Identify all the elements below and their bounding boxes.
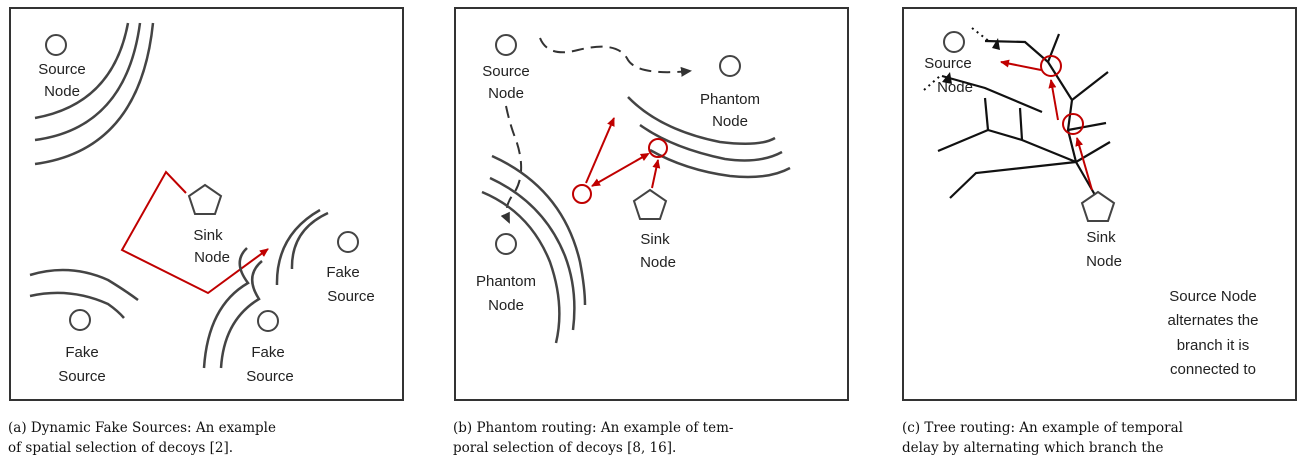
phantom-node-left-label-1: Phantom [476, 273, 536, 290]
tree-arrowhead-top [992, 38, 1000, 50]
phantom-walk-top-arrow [539, 37, 692, 77]
panel-b-frame [454, 7, 849, 401]
decoy-arrows [1000, 55, 1093, 191]
phantom-node-left-label-2: Node [488, 297, 524, 314]
fake-source-right-icon [337, 231, 359, 253]
sink-node-icon [187, 183, 223, 215]
sink-node-label-2: Node [640, 254, 676, 271]
phantom-node-top-label-2: Node [712, 113, 748, 130]
caption-b-line-1: (b) Phantom routing: An example of tem- [453, 420, 734, 436]
fake-source-left-label-2: Source [58, 368, 106, 385]
fake-source-mid-label-1: Fake [251, 344, 284, 361]
sink-node-icon [632, 188, 668, 220]
panel-c-frame [902, 7, 1297, 401]
source-node-label-1: Source [482, 63, 530, 80]
source-node-label-1: Source [924, 55, 972, 72]
fake-source-left-icon [69, 309, 91, 331]
note-line-3: branch it is [1177, 337, 1250, 354]
source-node-label-2: Node [488, 85, 524, 102]
phantom-node-left-icon [495, 233, 517, 255]
source-wave-arcs [34, 22, 155, 166]
panel-a: Source Node Sink Node Fake Source Fake S… [9, 7, 404, 401]
fake-source-mid-icon [257, 310, 279, 332]
source-node-label-1: Source [38, 61, 86, 78]
fake-source-right-label-2: Source [327, 288, 375, 305]
sink-node-icon [1080, 190, 1116, 222]
phantom-node-top-icon [719, 55, 741, 77]
source-node-label-2: Node [44, 83, 80, 100]
source-node-icon [45, 34, 67, 56]
phantom-left-wave-arcs [481, 154, 587, 344]
caption-b: (b) Phantom routing: An example of tem- … [453, 418, 853, 458]
sink-node-label-2: Node [1086, 253, 1122, 270]
sink-node-label-1: Sink [640, 231, 670, 248]
caption-c: (c) Tree routing: An example of temporal… [902, 418, 1302, 458]
fake-source-wave-arcs [29, 208, 329, 369]
tree-dotted-ends [923, 27, 991, 91]
phantom-top-wave-arcs [627, 96, 791, 179]
decoy-arrows [572, 117, 668, 204]
decoy-path-arrow [120, 170, 269, 295]
caption-a-line-2: of spatial selection of decoys [2]. [8, 440, 234, 456]
note-line-1: Source Node [1169, 288, 1257, 305]
panel-b: Source Node Phantom Node Phantom Node Si… [454, 7, 849, 401]
note-line-4: connected to [1170, 361, 1256, 378]
caption-c-line-1: (c) Tree routing: An example of temporal [902, 420, 1183, 436]
fake-source-mid-label-2: Source [246, 368, 294, 385]
fake-source-right-label-1: Fake [326, 264, 359, 281]
source-node-icon [495, 34, 517, 56]
caption-a: (a) Dynamic Fake Sources: An example of … [8, 418, 428, 458]
sink-node-label-1: Sink [1086, 229, 1116, 246]
tree-arrowhead-left [942, 72, 952, 84]
sink-node-label-2: Node [194, 249, 230, 266]
sink-node-label-1: Sink [193, 227, 223, 244]
panel-c: Source Node Sink Node [902, 7, 1297, 401]
panel-a-frame [9, 7, 404, 401]
caption-b-line-2: poral selection of decoys [8, 16]. [453, 440, 677, 456]
fake-source-left-label-1: Fake [65, 344, 98, 361]
caption-a-line-1: (a) Dynamic Fake Sources: An example [8, 420, 276, 436]
phantom-node-top-label-1: Phantom [700, 91, 760, 108]
caption-c-line-2: delay by alternating which branch the [902, 440, 1164, 456]
source-node-icon [943, 31, 965, 53]
note-line-2: alternates the [1168, 312, 1259, 329]
routing-tree [937, 33, 1111, 199]
